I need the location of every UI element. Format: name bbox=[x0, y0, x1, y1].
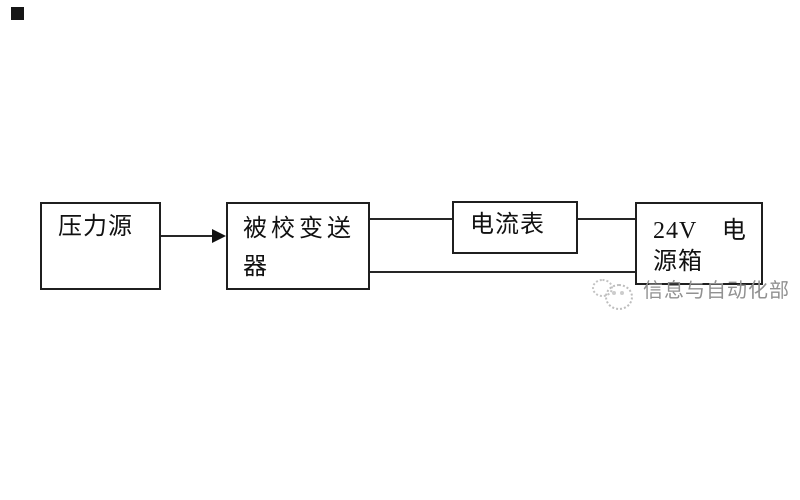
node-label: 电流表 bbox=[470, 212, 545, 238]
wire-ammeter-to-power-box bbox=[578, 218, 635, 220]
node-label-line-2: 源箱 bbox=[653, 249, 703, 275]
node-label-line-1: 24V 电 bbox=[653, 218, 747, 244]
node-ammeter: 电流表 bbox=[452, 201, 578, 254]
node-label-line-2: 器 bbox=[243, 254, 271, 280]
node-pressure-source: 压力源 bbox=[40, 202, 161, 290]
watermark-text: 信息与自动化部 bbox=[643, 280, 790, 302]
node-label-line-1: 被校变送 bbox=[243, 216, 355, 242]
watermark-logo-dot bbox=[620, 291, 624, 295]
node-label: 压力源 bbox=[58, 214, 133, 240]
watermark-logo-icon bbox=[591, 276, 639, 310]
corner-marker bbox=[11, 7, 24, 20]
wire-transmitter-to-ammeter bbox=[370, 218, 452, 220]
node-power-supply-box: 24V 电 源箱 bbox=[635, 202, 763, 285]
arrow-pressure-to-transmitter-shaft bbox=[161, 235, 214, 237]
node-transmitter-under-calibration: 被校变送 器 bbox=[226, 202, 370, 290]
watermark-logo-circle-big bbox=[605, 284, 633, 310]
wire-transmitter-to-power-box bbox=[370, 271, 635, 273]
watermark-logo-dot bbox=[612, 291, 616, 295]
arrowhead-icon bbox=[212, 229, 226, 243]
